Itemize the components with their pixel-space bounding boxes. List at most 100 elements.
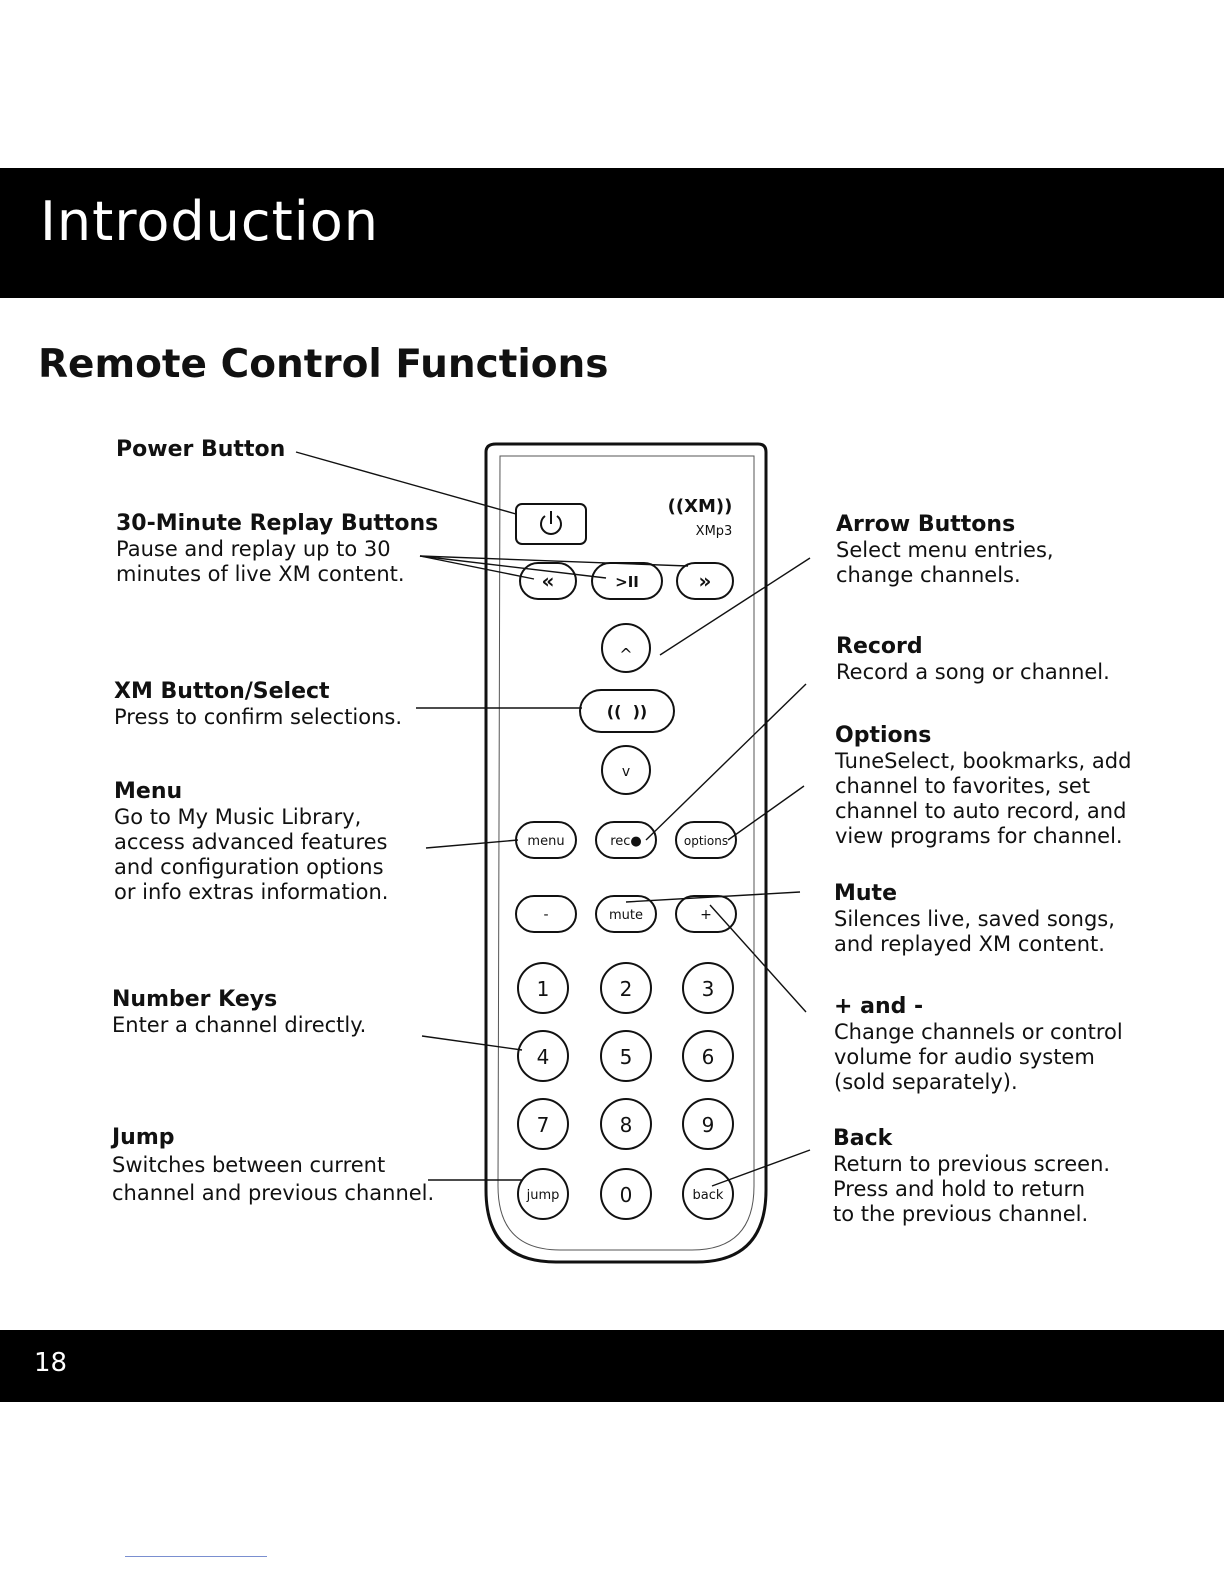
chevron-down-icon: v xyxy=(622,764,630,780)
callout-options-head: Options xyxy=(835,723,932,748)
key-8[interactable]: 8 xyxy=(600,1098,652,1150)
callout-options-line: channel to favorites, set xyxy=(835,774,1091,798)
callout-back: Back Return to previous screen. Press an… xyxy=(833,1125,1110,1227)
leader-record xyxy=(645,683,807,841)
callout-mute-head: Mute xyxy=(834,881,897,906)
key-4[interactable]: 4 xyxy=(517,1030,569,1082)
power-button[interactable] xyxy=(515,503,587,545)
options-button[interactable]: options xyxy=(675,821,737,859)
jump-button[interactable]: jump xyxy=(517,1168,569,1220)
callout-jump-line: Switches between current xyxy=(112,1153,386,1177)
callout-record-head: Record xyxy=(836,634,923,659)
key-9-label: 9 xyxy=(702,1113,715,1137)
up-arrow-button[interactable]: ^ xyxy=(601,623,651,673)
callout-menu-line: and configuration options xyxy=(114,855,384,879)
key-7[interactable]: 7 xyxy=(517,1098,569,1150)
play-pause-button[interactable]: >II xyxy=(591,562,663,600)
callout-replay-line: Pause and replay up to 30 xyxy=(116,537,391,561)
leader-replay-play xyxy=(419,555,607,579)
callout-plusminus-line: volume for audio system xyxy=(834,1045,1095,1069)
callout-xm-line: Press to confirm selections. xyxy=(114,705,403,729)
callout-arrows: Arrow Buttons Select menu entries, chang… xyxy=(836,511,1054,588)
key-0[interactable]: 0 xyxy=(600,1168,652,1220)
leader-replay-forward xyxy=(419,555,689,567)
mute-button[interactable]: mute xyxy=(595,895,657,933)
callout-xm-head: XM Button/Select xyxy=(114,679,330,704)
key-6-label: 6 xyxy=(702,1045,715,1069)
leader-arrows xyxy=(659,557,811,656)
callout-menu: Menu Go to My Music Library, access adva… xyxy=(114,778,388,905)
key-3[interactable]: 3 xyxy=(682,962,734,1014)
callout-mute-line: Silences live, saved songs, xyxy=(834,907,1115,931)
leader-numbers xyxy=(421,1035,523,1051)
leader-menu xyxy=(425,839,519,849)
callout-plusminus-head: + and - xyxy=(834,994,924,1019)
leader-power xyxy=(295,451,517,515)
callout-arrows-line: Select menu entries, xyxy=(836,538,1054,562)
menu-button-label: menu xyxy=(527,834,564,849)
forward-icon: » xyxy=(699,569,712,593)
callout-numbers-line: Enter a channel directly. xyxy=(112,1013,367,1037)
back-button-label: back xyxy=(693,1188,724,1203)
plus-button[interactable]: + xyxy=(675,895,737,933)
callout-back-line: Press and hold to return xyxy=(833,1177,1086,1201)
key-8-label: 8 xyxy=(620,1113,633,1137)
chevron-up-icon: ^ xyxy=(619,645,632,664)
callout-replay: 30-Minute Replay Buttons Pause and repla… xyxy=(116,510,438,587)
callout-mute: Mute Silences live, saved songs, and rep… xyxy=(834,880,1115,957)
minus-button[interactable]: - xyxy=(515,895,577,933)
callout-replay-line: minutes of live XM content. xyxy=(116,562,405,586)
callout-numbers-head: Number Keys xyxy=(112,987,278,1012)
leader-lines xyxy=(295,451,811,1187)
leader-options xyxy=(727,785,805,841)
callout-mute-line: and replayed XM content. xyxy=(834,932,1105,956)
callout-menu-head: Menu xyxy=(114,779,183,804)
xm-logo: ((XM)) xyxy=(668,496,733,517)
callout-options-line: TuneSelect, bookmarks, add xyxy=(835,749,1132,773)
back-button[interactable]: back xyxy=(682,1168,734,1220)
minus-button-label: - xyxy=(543,907,548,923)
leader-mute xyxy=(625,891,801,903)
remote-inner-outline xyxy=(497,455,755,1251)
bottom-rule xyxy=(125,1556,267,1557)
callout-replay-head: 30-Minute Replay Buttons xyxy=(116,511,439,536)
menu-button[interactable]: menu xyxy=(515,821,577,859)
forward-button[interactable]: » xyxy=(676,562,734,600)
play-pause-icon: >II xyxy=(615,573,639,591)
callout-plusminus: + and - Change channels or control volum… xyxy=(834,993,1123,1095)
plus-button-label: + xyxy=(700,907,712,923)
callout-jump-head: Jump xyxy=(112,1125,175,1150)
key-4-label: 4 xyxy=(537,1045,550,1069)
record-button[interactable]: rec● xyxy=(595,821,657,859)
model-name: XMp3 xyxy=(696,524,733,539)
callout-options: Options TuneSelect, bookmarks, add chann… xyxy=(835,722,1131,849)
rewind-button[interactable]: « xyxy=(519,562,577,600)
jump-button-label: jump xyxy=(526,1188,560,1203)
leader-replay-rewind xyxy=(419,555,535,580)
callout-jump-line: channel and previous channel. xyxy=(112,1181,435,1205)
key-2[interactable]: 2 xyxy=(600,962,652,1014)
leader-back xyxy=(711,1149,811,1187)
key-3-label: 3 xyxy=(702,977,715,1001)
xm-select-button[interactable]: (( )) xyxy=(579,689,675,733)
key-6[interactable]: 6 xyxy=(682,1030,734,1082)
callout-options-line: channel to auto record, and xyxy=(835,799,1127,823)
callout-back-line: Return to previous screen. xyxy=(833,1152,1111,1176)
callout-options-line: view programs for channel. xyxy=(835,824,1123,848)
key-5[interactable]: 5 xyxy=(600,1030,652,1082)
callout-xm: XM Button/Select Press to confirm select… xyxy=(114,678,402,730)
callout-arrows-line: change channels. xyxy=(836,563,1021,587)
callout-jump: Jump Switches between current channel an… xyxy=(112,1124,434,1207)
down-arrow-button[interactable]: v xyxy=(601,745,651,795)
callout-menu-line: Go to My Music Library, xyxy=(114,805,362,829)
key-7-label: 7 xyxy=(537,1113,550,1137)
callout-plusminus-line: (sold separately). xyxy=(834,1070,1018,1094)
leader-plusminus xyxy=(709,904,807,1013)
callout-menu-line: access advanced features xyxy=(114,830,388,854)
header-banner xyxy=(0,168,1224,298)
key-9[interactable]: 9 xyxy=(682,1098,734,1150)
key-0-label: 0 xyxy=(620,1183,633,1207)
key-5-label: 5 xyxy=(620,1045,633,1069)
key-1[interactable]: 1 xyxy=(517,962,569,1014)
record-button-label: rec● xyxy=(610,834,642,849)
